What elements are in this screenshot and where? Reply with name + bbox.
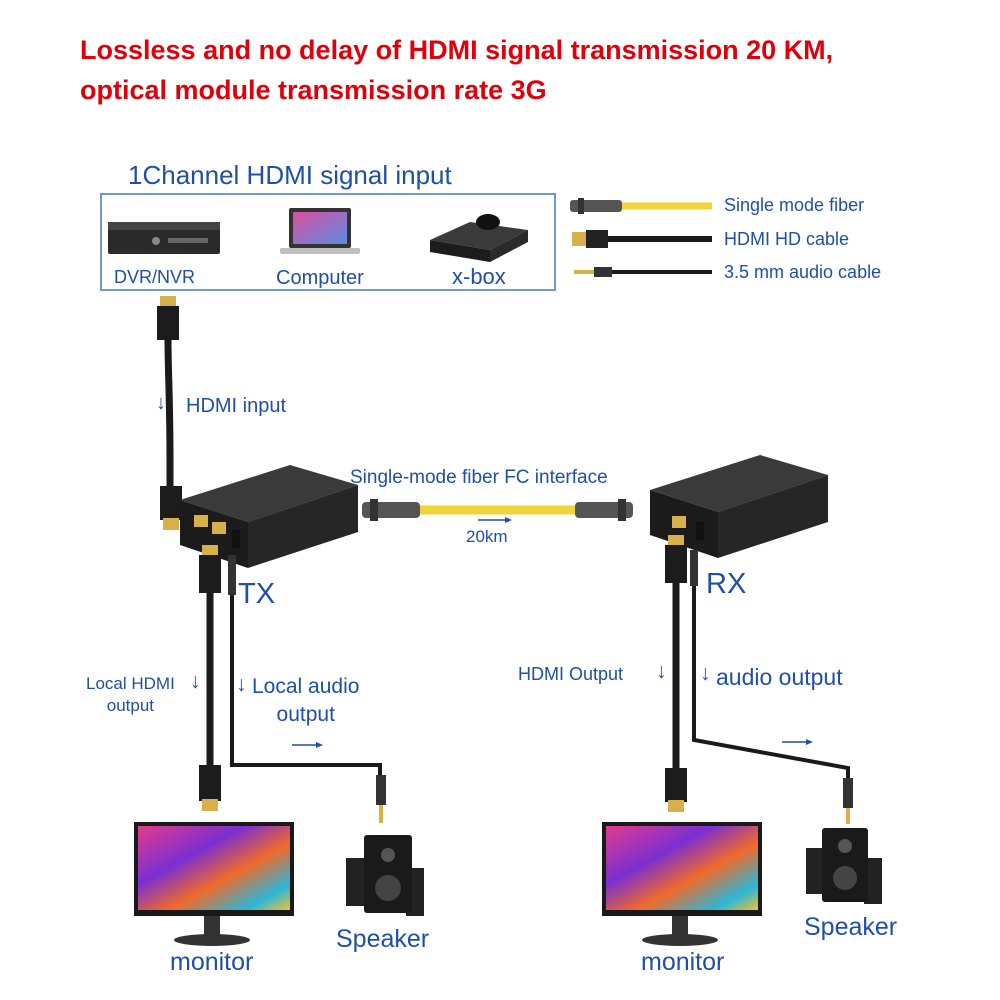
- headline-line-1: Lossless and no delay of HDMI signal tra…: [80, 35, 834, 65]
- fiber-distance-label: 20km: [466, 527, 508, 546]
- hdmi-input-arrow-icon: ↓: [156, 392, 166, 414]
- hdmi-cable-icon: [572, 230, 712, 248]
- rx-speaker-label: Speaker: [804, 913, 898, 941]
- local-audio-output-line-2: output: [276, 703, 335, 726]
- tx-audio-output-cable: [228, 555, 386, 823]
- laptop-icon: [280, 208, 360, 254]
- source-label-computer: Computer: [276, 267, 364, 289]
- local-audio-output-line-1: Local audio: [252, 675, 360, 698]
- audio-output-arrow-icon: ↓: [700, 662, 711, 685]
- tx-hdmi-output-cable: [199, 545, 221, 811]
- rx-monitor-label: monitor: [641, 948, 725, 976]
- fiber-cable-icon: [570, 198, 712, 214]
- rx-speaker-icon: [806, 828, 882, 904]
- local-hdmi-output-label: Local HDMI output: [86, 673, 175, 717]
- rx-device: [650, 455, 828, 558]
- hdmi-output-label: HDMI Output: [518, 664, 624, 684]
- input-panel-title: 1Channel HDMI signal input: [128, 160, 452, 190]
- local-audio-output-arrow-icon: ↓: [236, 673, 247, 696]
- input-panel: [100, 193, 556, 291]
- source-label-dvr: DVR/NVR: [114, 267, 196, 287]
- tx-monitor-label: monitor: [170, 948, 254, 976]
- rx-audio-output-cable: [690, 550, 853, 824]
- audio-cable-icon: [574, 267, 712, 277]
- source-label-xbox: x-box: [452, 264, 506, 289]
- rx-hdmi-output-cable: [665, 535, 687, 812]
- tx-monitor-icon: [134, 822, 294, 946]
- hdmi-input-label: HDMI input: [186, 395, 287, 417]
- local-hdmi-output-arrow-icon: ↓: [190, 670, 201, 693]
- tx-speaker-label: Speaker: [336, 925, 430, 953]
- rx-monitor-icon: [602, 822, 762, 946]
- hdmi-input-cable: [157, 296, 182, 530]
- tx-speaker-icon: [346, 835, 424, 916]
- xbox-icon: [430, 214, 528, 262]
- fiber-interface-label: Single-mode fiber FC interface: [350, 467, 608, 488]
- legend-label-audio: 3.5 mm audio cable: [724, 262, 882, 282]
- fiber-link: [362, 499, 633, 523]
- tx-label: TX: [238, 578, 276, 610]
- dvr-icon: [108, 222, 220, 254]
- tx-device: [180, 465, 358, 568]
- local-hdmi-output-line-1: Local HDMI: [86, 674, 175, 693]
- local-audio-output-label: Local audio output: [252, 673, 359, 729]
- legend-label-fiber: Single mode fiber: [724, 195, 865, 215]
- audio-output-label: audio output: [716, 664, 843, 690]
- legend-label-hdmi: HDMI HD cable: [724, 229, 850, 249]
- rx-label: RX: [706, 568, 747, 600]
- hdmi-output-arrow-icon: ↓: [656, 660, 667, 683]
- headline: Lossless and no delay of HDMI signal tra…: [80, 30, 980, 110]
- local-hdmi-output-line-2: output: [106, 696, 155, 715]
- headline-line-2: optical module transmission rate 3G: [80, 75, 547, 105]
